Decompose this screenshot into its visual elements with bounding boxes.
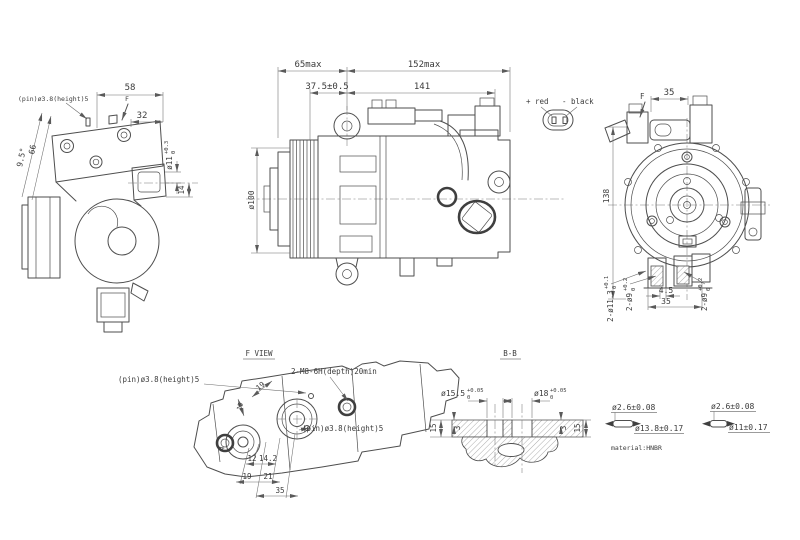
svg-text:+0.3: +0.3 [164, 141, 170, 154]
dim-3-right: 3 [559, 426, 568, 431]
f-view: F VIEW (pin)ø3.8(height)5 2-M8-6H(depth)… [118, 349, 460, 499]
left-side-view: (pin)ø3.8(height)5 58 32 9.5° 66 ø11 +0.… [15, 83, 198, 333]
dim-3-left: 3 [453, 426, 462, 431]
dim-holes-9-right: 2-ø9 +0.2 0 [698, 278, 712, 311]
svg-text:0: 0 [631, 288, 637, 291]
svg-text:0: 0 [467, 395, 470, 401]
dim-bore-18: ø18 +0.05 0 [534, 388, 567, 401]
section-bb-title: B-B [503, 349, 517, 358]
svg-text:+0.05: +0.05 [467, 388, 484, 394]
oring-large-id-label: ø13.8±0.17 [635, 424, 683, 433]
dim-66: 66 [27, 144, 38, 155]
dim-138: 138 [602, 189, 611, 204]
svg-text:2-ø9: 2-ø9 [700, 293, 709, 311]
svg-text:+0.2: +0.2 [623, 278, 629, 291]
dim-holes-11-3: 2-ø11.3 +0.1 0 [604, 276, 618, 322]
dim-35-f: 35 [275, 486, 284, 495]
svg-text:2-ø9: 2-ø9 [625, 293, 634, 311]
view-letter-f: F [125, 95, 129, 103]
rear-view-dimensions [608, 96, 706, 310]
dim-58: 58 [125, 83, 136, 93]
dim-4-f: 4 [218, 445, 227, 451]
dim-14: 14 [177, 185, 186, 195]
center-side-view-geometry [246, 97, 566, 286]
dim-4-5: 4.5 [659, 286, 674, 295]
svg-text:0: 0 [171, 151, 177, 154]
dim-65max: 65max [294, 60, 322, 70]
oring-small-id-label: ø11±0.17 [729, 423, 768, 432]
svg-text:2-ø11.3: 2-ø11.3 [606, 290, 615, 322]
connector-positive-label: + red [526, 97, 549, 106]
dim-bore-15-5: ø15.5 +0.05 0 [441, 388, 484, 401]
svg-text:+0.1: +0.1 [604, 276, 610, 289]
section-bb: B-B ø15.5 +0.05 0 ø18 +0.05 0 15 3 3 15 [429, 349, 591, 473]
dim-bore-11: ø11 +0.3 0 [164, 141, 177, 170]
svg-text:0: 0 [612, 286, 618, 289]
f-view-dimensions [203, 376, 349, 499]
f-view-pin-label-right: (pin)ø3.8(height)5 [302, 424, 383, 433]
dim-141: 141 [414, 82, 430, 92]
dim-14-2: 14.2 [259, 454, 277, 463]
dim-32: 32 [137, 111, 148, 121]
connector-detail: + red - black [526, 97, 594, 131]
oring-large: ø2.6±0.08 ø13.8±0.17 material:HNBR [605, 403, 684, 452]
dim-pulley-dia: ø100 [247, 190, 256, 209]
dim-21: 21 [263, 472, 272, 481]
dim-12: 12 [247, 454, 256, 463]
oring-details: ø2.6±0.08 ø13.8±0.17 material:HNBR ø2.6±… [605, 402, 770, 452]
f-view-pin-label-left: (pin)ø3.8(height)5 [118, 375, 199, 384]
section-bb-dimensions [430, 398, 591, 438]
center-side-view-dimensions [251, 67, 511, 254]
dim-angle: 9.5° [15, 147, 28, 168]
svg-text:0: 0 [706, 288, 712, 291]
oring-material-label: material:HNBR [611, 444, 662, 452]
svg-text:ø11: ø11 [165, 156, 174, 170]
dim-35-bottom: 35 [661, 297, 671, 306]
svg-text:ø18: ø18 [534, 389, 549, 398]
svg-text:0: 0 [550, 395, 553, 401]
section-bb-geometry [451, 404, 584, 473]
connector-negative-label: - black [562, 97, 594, 106]
connector-geometry [540, 106, 578, 131]
oring-small-cs-label: ø2.6±0.08 [711, 402, 755, 411]
dim-15-right: 15 [573, 423, 582, 432]
rear-view: F 35 138 4.5 35 2-ø11.3 +0.1 0 2-ø9 +0.2… [602, 88, 770, 322]
dim-holes-9-left: 2-ø9 +0.2 0 [623, 278, 637, 311]
dim-15-f: 15 [235, 402, 245, 412]
oring-large-cs-label: ø2.6±0.08 [612, 403, 656, 412]
svg-text:+0.05: +0.05 [550, 388, 567, 394]
oring-small: ø2.6±0.08 ø11±0.17 [702, 402, 770, 433]
f-view-geometry [193, 360, 460, 478]
f-view-thread-label: 2-M8-6H(depth)20min [291, 367, 377, 376]
left-side-view-dimensions [21, 92, 193, 201]
dim-35-top: 35 [664, 88, 675, 98]
dim-15-left: 15 [429, 423, 438, 432]
center-side-view: 65max 152max 37.5±0.5 141 ø100 [246, 60, 566, 286]
rear-view-letter-f: F [640, 92, 645, 101]
dim-19: 19 [242, 472, 251, 481]
dim-37-5: 37.5±0.5 [305, 82, 348, 92]
pin-label: (pin)ø3.8(height)5 [18, 95, 89, 103]
f-view-title: F VIEW [245, 349, 273, 358]
svg-text:ø15.5: ø15.5 [441, 389, 465, 398]
dim-19-upper: 19 [254, 380, 267, 393]
rear-view-geometry [604, 95, 770, 300]
dim-152max: 152max [408, 60, 441, 70]
left-side-view-geometry [21, 114, 198, 333]
svg-text:+0.2: +0.2 [698, 278, 704, 291]
